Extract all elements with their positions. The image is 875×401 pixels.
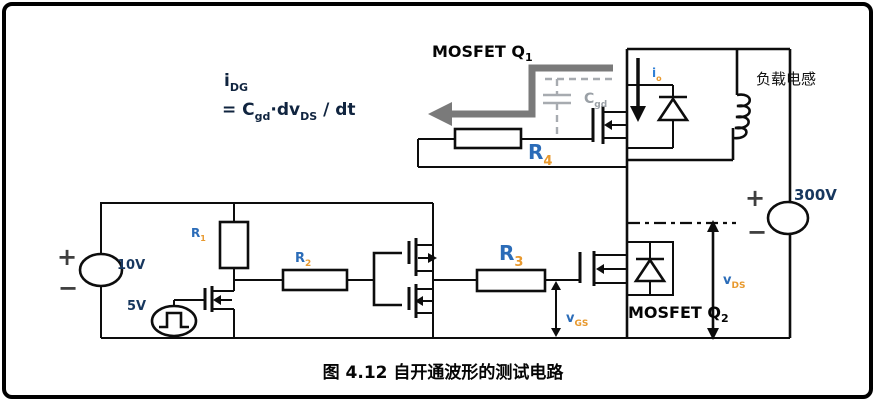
- label-r1: R1: [191, 226, 206, 243]
- voltage-source-10v: [78, 252, 124, 288]
- label-10v: 10V: [117, 258, 145, 273]
- body-diode-q1: [656, 95, 690, 122]
- minus-sign-10v: −: [58, 274, 78, 302]
- pulse-waveform-icon: [159, 311, 189, 329]
- plus-sign-10v: +: [57, 243, 77, 271]
- mosfet-q2-symbol: [578, 251, 627, 286]
- label-5v: 5V: [127, 299, 146, 314]
- label-r4: R4: [528, 140, 552, 169]
- power-loop-wires: [417, 47, 792, 338]
- mosfet-q1-symbol: [591, 106, 627, 144]
- label-r3: R3: [499, 241, 523, 270]
- vds-arrow: [707, 220, 719, 340]
- label-load-inductor: 负载电感: [756, 70, 816, 88]
- formula-line1: iDG: [224, 71, 248, 94]
- load-inductor-coil: [732, 93, 751, 140]
- label-r2: R2: [295, 251, 311, 269]
- resistor-r1: [218, 220, 250, 270]
- capacitor-cgd: [543, 77, 613, 139]
- mosfet-driver-input: [203, 286, 234, 312]
- formula-line2: = Cgd·dvDS / dt: [222, 100, 356, 123]
- label-300v: 300V: [794, 186, 837, 204]
- resistor-r4: [453, 127, 523, 150]
- totem-pole-driver: [372, 238, 437, 318]
- voltage-source-300v: [766, 200, 810, 236]
- io-current-arrow: [630, 58, 646, 122]
- vgs-arrow: [551, 281, 561, 337]
- label-vgs: vGS: [566, 311, 588, 329]
- label-cgd: Cgd: [584, 91, 607, 110]
- minus-sign-300v: −: [747, 218, 767, 246]
- resistor-r3: [475, 268, 547, 293]
- figure-caption: 图 4.12 自开通波形的测试电路: [323, 362, 565, 383]
- resistor-r2: [281, 268, 349, 292]
- label-mosfet-q2: MOSFET Q2: [628, 303, 729, 325]
- idg-current-path-arrow: [428, 64, 613, 126]
- pulse-source-5v: [150, 304, 198, 338]
- body-diode-q2: [633, 242, 667, 295]
- label-mosfet-q1: MOSFET Q1: [432, 42, 533, 64]
- plus-sign-300v: +: [745, 184, 765, 212]
- label-io: io: [652, 66, 662, 83]
- label-vds: vDS: [723, 273, 745, 291]
